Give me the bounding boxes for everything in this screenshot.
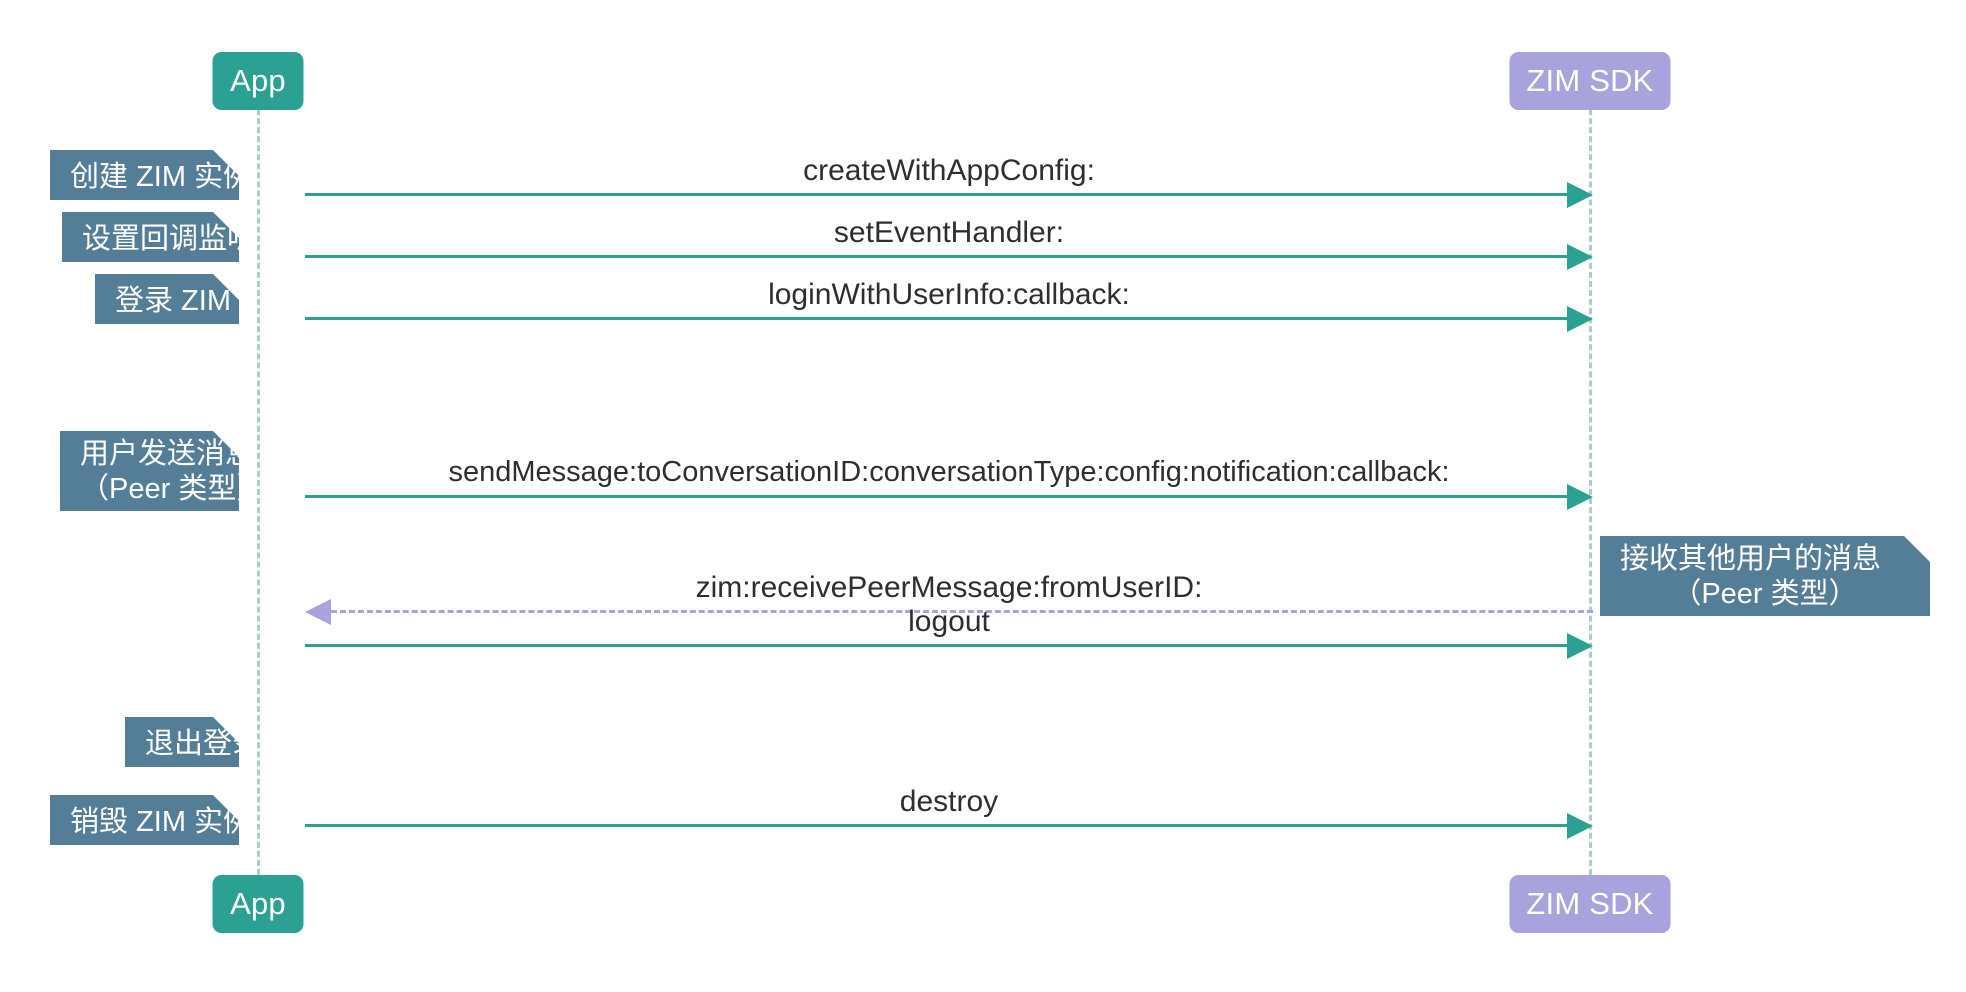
message-label: zim:receivePeerMessage:fromUserID: — [695, 571, 1203, 604]
note-logout[interactable]: 退出登录 — [125, 717, 239, 767]
message-send-message[interactable]: sendMessage:toConversationID:conversatio… — [305, 442, 1593, 510]
message-destroy[interactable]: destroy — [305, 771, 1593, 839]
message-label: sendMessage:toConversationID:conversatio… — [448, 456, 1450, 489]
message-label: destroy — [899, 785, 999, 818]
message-login-with-user-info[interactable]: loginWithUserInfo:callback: — [305, 264, 1593, 332]
actor-zim-sdk-bottom-label: ZIM SDK — [1526, 886, 1654, 921]
message-label: createWithAppConfig: — [803, 154, 1095, 187]
lifeline-app — [257, 100, 260, 875]
message-label: logout — [908, 605, 990, 638]
message-receive-peer-message[interactable]: zim:receivePeerMessage:fromUserID: — [305, 557, 1593, 625]
note-line-2: （Peer 类型） — [80, 473, 266, 506]
arrowhead-right-icon — [1567, 244, 1593, 270]
actor-app-bottom[interactable]: App — [212, 875, 304, 933]
arrowhead-right-icon — [1567, 813, 1593, 839]
actor-zim-sdk-bottom[interactable]: ZIM SDK — [1509, 875, 1671, 933]
note-create-zim-instance[interactable]: 创建 ZIM 实例 — [50, 150, 239, 200]
actor-app-bottom-label: App — [230, 886, 286, 921]
message-create-with-app-config[interactable]: createWithAppConfig: — [305, 140, 1593, 208]
note-line-1: 创建 ZIM 实例 — [70, 161, 253, 193]
message-logout[interactable]: logout — [305, 591, 1593, 659]
message-line — [305, 255, 1567, 258]
note-receive-other-user-message[interactable]: 接收其他用户的消息 （Peer 类型） — [1600, 536, 1930, 616]
message-label: setEventHandler: — [833, 216, 1065, 249]
actor-zim-sdk-top[interactable]: ZIM SDK — [1509, 52, 1671, 110]
note-line-2: （Peer 类型） — [1672, 578, 1858, 611]
arrowhead-left-icon — [305, 599, 331, 625]
message-label: loginWithUserInfo:callback: — [768, 278, 1130, 311]
message-line-return — [331, 610, 1593, 613]
note-line-1: 用户发送消息 — [80, 438, 255, 470]
arrowhead-right-icon — [1567, 633, 1593, 659]
note-line-1: 退出登录 — [145, 728, 262, 760]
note-line-1: 销毁 ZIM 实例 — [70, 806, 253, 838]
arrowhead-right-icon — [1567, 484, 1593, 510]
actor-zim-sdk-top-label: ZIM SDK — [1526, 63, 1654, 98]
note-destroy-zim-instance[interactable]: 销毁 ZIM 实例 — [50, 795, 239, 845]
message-line — [305, 644, 1567, 647]
arrowhead-right-icon — [1567, 306, 1593, 332]
actor-app-top[interactable]: App — [212, 52, 304, 110]
note-login-zim[interactable]: 登录 ZIM — [95, 274, 239, 324]
note-user-send-message[interactable]: 用户发送消息 （Peer 类型） — [60, 431, 239, 511]
note-line-1: 接收其他用户的消息 — [1620, 543, 1882, 575]
message-line — [305, 495, 1567, 498]
message-line — [305, 193, 1567, 196]
note-line-1: 登录 ZIM — [115, 285, 231, 317]
message-line — [305, 824, 1567, 827]
note-line-1: 设置回调监听 — [82, 223, 257, 255]
note-set-event-handler[interactable]: 设置回调监听 — [62, 212, 239, 262]
arrowhead-right-icon — [1567, 182, 1593, 208]
message-set-event-handler[interactable]: setEventHandler: — [305, 202, 1593, 270]
message-line — [305, 317, 1567, 320]
actor-app-top-label: App — [230, 63, 286, 98]
